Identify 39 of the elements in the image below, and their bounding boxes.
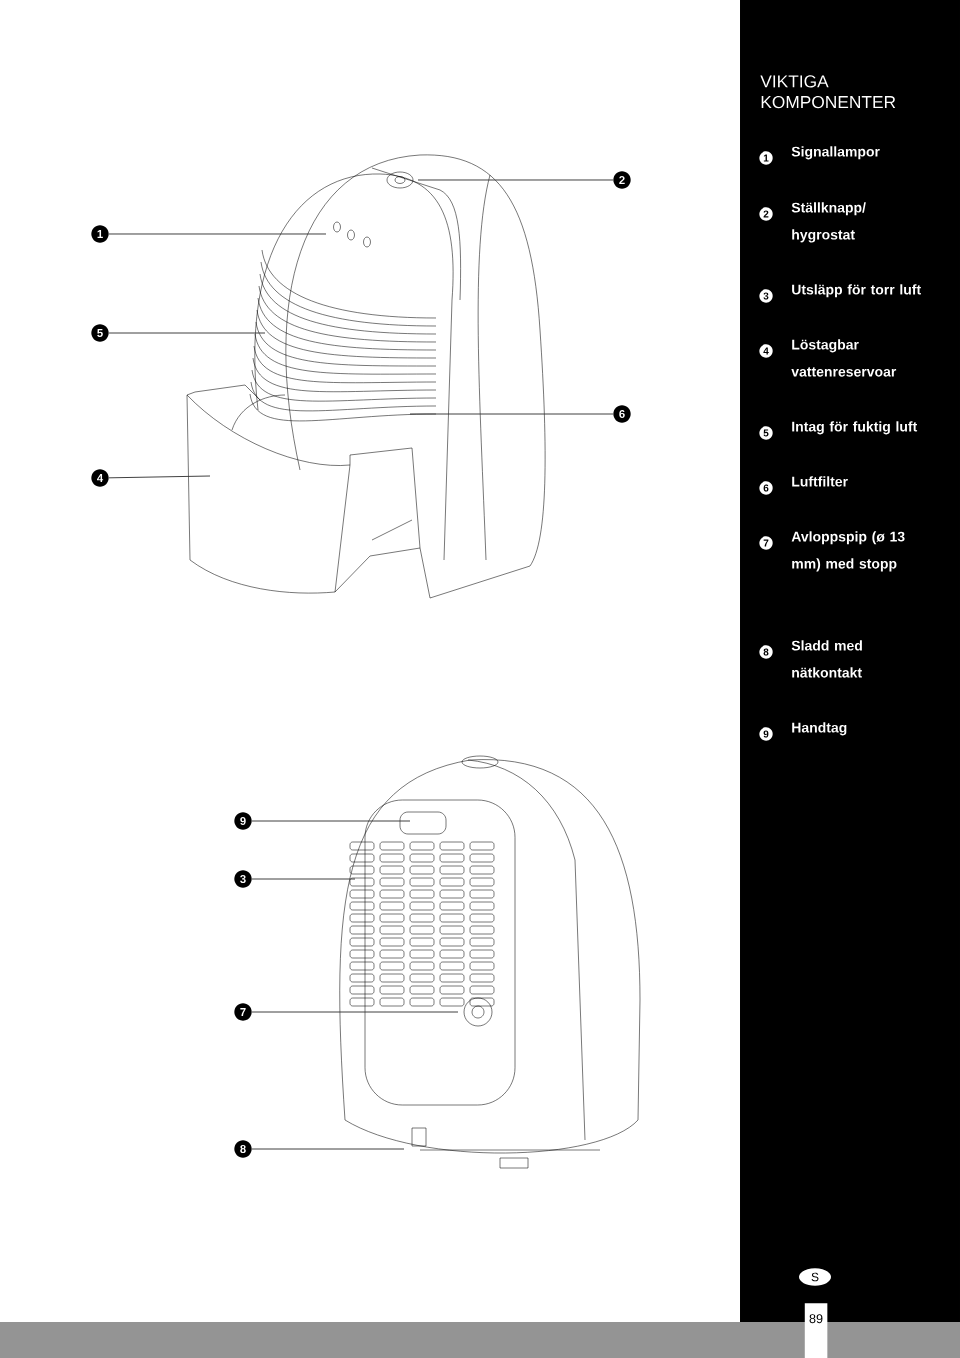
callout-number: 7 — [234, 1003, 252, 1021]
item-number: 2 — [759, 207, 773, 221]
leader-line — [108, 233, 327, 235]
item-number: 8 — [759, 645, 773, 659]
item-number: 9 — [759, 727, 773, 741]
callout-number: 3 — [234, 870, 252, 888]
leader-line — [251, 1148, 405, 1150]
callout-number: 9 — [234, 812, 252, 830]
item-text: Luftfilter — [792, 476, 848, 487]
language-badge: S — [799, 1268, 831, 1286]
leader-line — [251, 820, 411, 822]
leader-line — [417, 179, 614, 181]
callout-number: 2 — [613, 171, 631, 189]
callout-number: 5 — [91, 324, 109, 342]
callout-number: 1 — [91, 225, 109, 243]
item-number: 1 — [759, 151, 773, 165]
item-text: Intag för fuktig luft — [792, 421, 918, 435]
item-number: 3 — [759, 289, 773, 303]
item-text: Utsläpp för torr luft — [792, 284, 921, 298]
section-title: VIKTIGA KOMPONENTER — [760, 75, 896, 109]
item-text: Signallampor — [791, 146, 880, 160]
leader-line — [251, 1011, 459, 1013]
item-number: 7 — [759, 536, 773, 550]
page-number: 89 — [804, 1303, 828, 1358]
item-text: Ställknapp/ hygrostat — [791, 202, 866, 243]
leader-line — [409, 413, 614, 415]
leader-line — [251, 878, 356, 880]
callout-number: 6 — [613, 405, 631, 423]
item-text: Handtag — [792, 722, 847, 736]
leader-line — [108, 475, 211, 479]
item-text: Avloppspip (ø 13 mm) med stopp — [791, 531, 905, 572]
leader-line — [108, 332, 266, 334]
item-number: 4 — [759, 344, 773, 358]
callout-number: 8 — [234, 1140, 252, 1158]
item-text: Sladd med nätkontakt — [791, 640, 862, 678]
item-text: Löstagbar vattenreservoar — [791, 339, 897, 377]
item-number: 6 — [759, 481, 773, 495]
item-number: 5 — [759, 426, 773, 440]
callout-number: 4 — [91, 469, 109, 487]
